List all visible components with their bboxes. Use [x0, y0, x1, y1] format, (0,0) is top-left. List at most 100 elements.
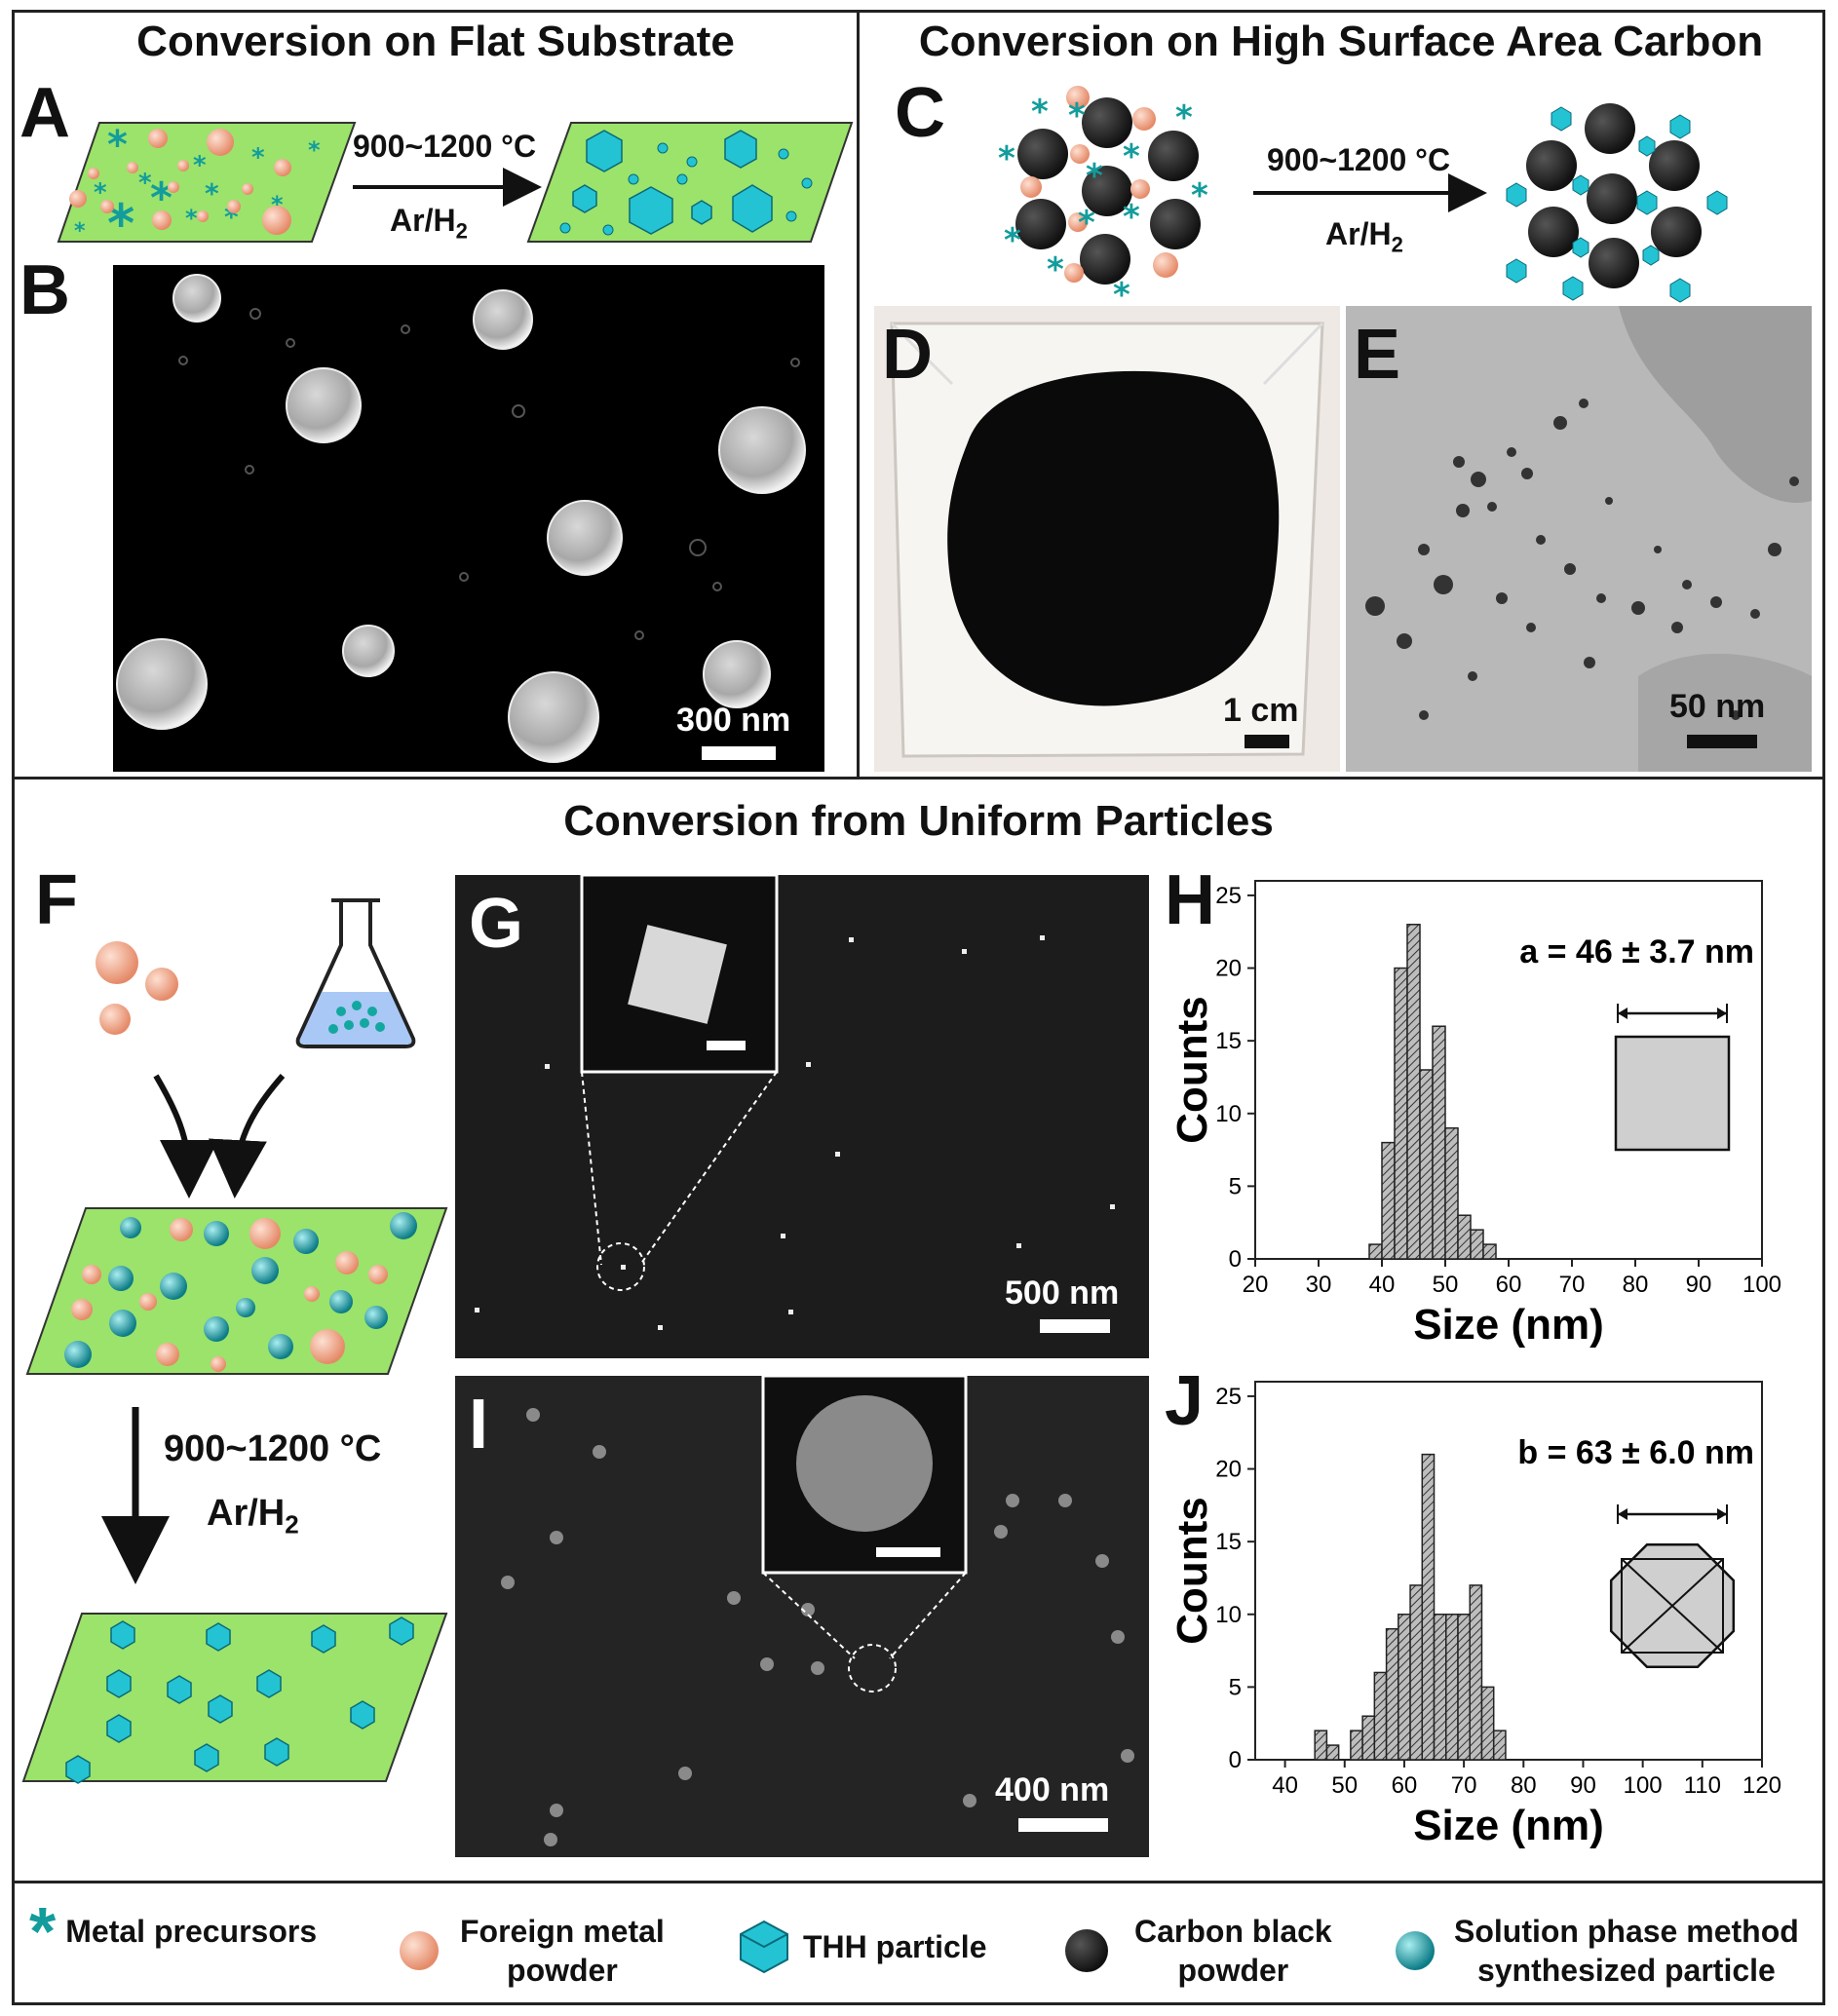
thh-particle-icon	[740, 1920, 788, 1974]
chart-j-x-tick-label: 90	[1570, 1772, 1596, 1799]
chart-j-x-tick-label: 80	[1511, 1772, 1537, 1799]
chart-h-bar	[1368, 1243, 1383, 1260]
chart-h-x-tick-label: 90	[1686, 1272, 1712, 1298]
svg-text:*: *	[205, 177, 219, 209]
chart-j-y-tick-label: 25	[1215, 1384, 1242, 1410]
svg-text:*: *	[251, 143, 265, 172]
svg-text:*: *	[1004, 221, 1021, 260]
legend-foreign-metal-line1: Foreign metal	[460, 1914, 665, 1949]
solution-particle-icon	[1396, 1931, 1435, 1970]
panel-d-photo: D 1 cm	[874, 306, 1340, 772]
panel-a-substrate-right	[526, 122, 854, 243]
chart-h-annotation: a = 46 ± 3.7 nm	[1519, 933, 1754, 970]
panel-f-substrate-thh	[21, 1613, 448, 1784]
chart-j-y-label: Counts	[1168, 1497, 1216, 1645]
panel-c-after-cluster	[1506, 103, 1728, 303]
chart-j-bar	[1361, 1715, 1376, 1761]
panel-letter-c: C	[895, 74, 945, 152]
chart-j-y-tick-label: 0	[1229, 1747, 1242, 1773]
chart-h-y-tick-label: 15	[1215, 1028, 1242, 1054]
chart-j-x-tick-label: 110	[1684, 1772, 1721, 1799]
panel-i-scale-bar	[1018, 1818, 1108, 1832]
panel-c-arrow	[1253, 173, 1487, 212]
legend-thh-label: THH particle	[803, 1929, 987, 1964]
panel-f-substrate-mixed	[25, 1207, 448, 1375]
chart-h-x-tick-label: 50	[1433, 1272, 1459, 1298]
legend-carbon-black: Carbon black powder	[1064, 1912, 1332, 1990]
foreign-metal-icon	[400, 1931, 439, 1970]
svg-text:*: *	[1123, 137, 1140, 176]
panel-g-scale-bar	[1040, 1319, 1110, 1333]
svg-text:*: *	[1031, 93, 1049, 132]
panel-letter-i: I	[469, 1386, 489, 1464]
chart-h-x-tick-label: 70	[1559, 1272, 1586, 1298]
panel-d-scale-bar	[1244, 735, 1289, 748]
legend-thh: THH particle	[737, 1920, 986, 1974]
chart-j-inset-shape	[1609, 1504, 1736, 1669]
chart-j-bar	[1409, 1584, 1424, 1761]
chart-j-x-tick-label: 120	[1742, 1772, 1781, 1799]
svg-text:*: *	[138, 169, 152, 198]
chart-j-annotation: b = 63 ± 6.0 nm	[1517, 1434, 1754, 1471]
legend-solution-phase-line1: Solution phase method	[1454, 1914, 1799, 1949]
chart-h-x-tick-label: 80	[1623, 1272, 1649, 1298]
panel-letter-f: F	[35, 861, 78, 939]
panel-c-gas-sub: 2	[1391, 232, 1403, 257]
svg-text:*: *	[1078, 204, 1095, 243]
chart-h-x-tick-label: 100	[1742, 1272, 1781, 1298]
panel-letter-a: A	[19, 74, 70, 152]
panel-f-flask-icon	[295, 898, 416, 1048]
chart-j-bar	[1457, 1614, 1471, 1761]
panel-c-gas-text: Ar/H	[1325, 216, 1392, 251]
chart-h-bar	[1444, 1126, 1459, 1260]
panel-e-scale-bar	[1687, 735, 1757, 748]
legend-carbon-black-line1: Carbon black	[1134, 1914, 1332, 1949]
chart-h-bar	[1482, 1243, 1497, 1260]
chart-j-bar	[1421, 1453, 1436, 1761]
panel-f-foreign-powder	[96, 941, 178, 1035]
chart-h-x-tick-label: 30	[1306, 1272, 1332, 1298]
chart-j-x-tick-label: 60	[1392, 1772, 1418, 1799]
panel-letter-b: B	[19, 251, 70, 329]
panel-c-before-cluster: *** *** *** ***	[998, 86, 1208, 315]
chart-j-y-tick-label: 20	[1215, 1457, 1242, 1483]
panel-a-gas-text: Ar/H	[390, 203, 456, 238]
panel-frame-legend	[12, 1881, 1825, 2005]
chart-j-bar	[1445, 1614, 1459, 1761]
panel-f-gas-sub: 2	[285, 1509, 299, 1540]
panel-a-gas-sub: 2	[455, 218, 468, 244]
panel-i-scale-label: 400 nm	[995, 1771, 1110, 1808]
chart-h-x-tick-label: 20	[1243, 1272, 1269, 1298]
panel-g-particles	[475, 873, 1115, 1330]
chart-h-bar	[1394, 967, 1408, 1260]
chart-h-bar	[1457, 1214, 1472, 1260]
chart-h-y-tick-label: 10	[1215, 1101, 1242, 1127]
chart-j-x-tick-label: 40	[1272, 1772, 1298, 1799]
panel-e-tem-image: E 50 nm	[1346, 306, 1812, 772]
chart-h-x-tick-label: 40	[1369, 1272, 1396, 1298]
svg-text:*: *	[1191, 176, 1208, 215]
chart-j-bar	[1350, 1730, 1363, 1761]
legend-carbon-black-line2: powder	[1177, 1953, 1289, 1988]
panel-letter-d: D	[882, 316, 933, 394]
chart-j-x-tick-label: 100	[1624, 1772, 1663, 1799]
section-title-carbon: Conversion on High Surface Area Carbon	[918, 18, 1764, 65]
panel-e-scale-label: 50 nm	[1669, 688, 1766, 725]
panel-a-arrow	[353, 168, 542, 207]
legend-carbon-black-label: Carbon black powder	[1134, 1912, 1332, 1990]
panel-a-gas-label: Ar/H2	[390, 203, 468, 244]
panel-letter-e: E	[1354, 316, 1401, 394]
chart-j-bar	[1373, 1671, 1388, 1761]
chart-h-y-tick-label: 25	[1215, 883, 1242, 909]
panel-letter-h: H	[1165, 861, 1215, 939]
chart-j-bar	[1314, 1730, 1328, 1761]
chart-j-bar	[1433, 1614, 1447, 1761]
chart-h-inset-shape	[1614, 1004, 1731, 1152]
panel-e-tem-drawing	[1365, 306, 1812, 772]
svg-text:*: *	[74, 219, 86, 244]
svg-text:*: *	[1123, 198, 1140, 237]
chart-h-x-tick-label: 60	[1496, 1272, 1522, 1298]
chart-j-x-tick-label: 70	[1451, 1772, 1477, 1799]
chart-h-bar	[1381, 1141, 1396, 1260]
